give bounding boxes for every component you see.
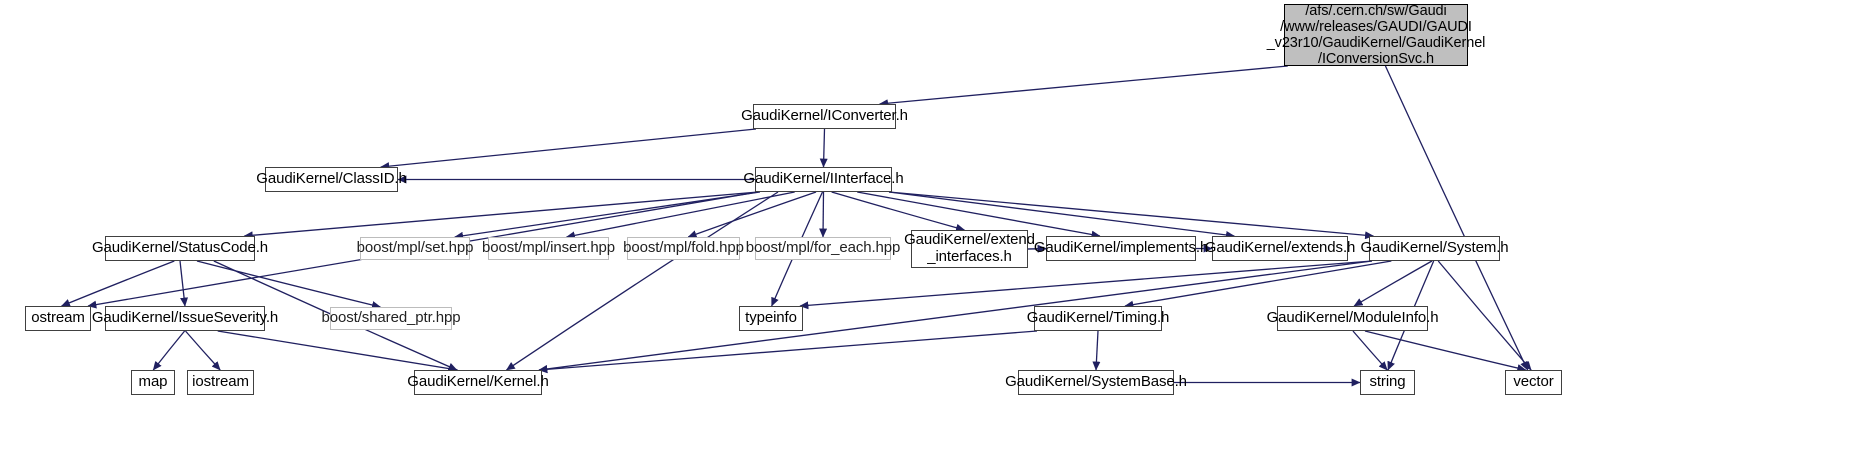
edge-issueseverity-to-map <box>152 330 186 371</box>
graph-node-system[interactable]: GaudiKernel/System.h <box>1360 236 1509 261</box>
edge-system-to-moduleinfo <box>1353 260 1433 307</box>
graph-node-ostream[interactable]: ostream <box>25 306 91 331</box>
graph-node-vector[interactable]: vector <box>1505 370 1562 395</box>
graph-node-mpl_set[interactable]: boost/mpl/set.hpp <box>357 237 473 260</box>
edge-system-to-timing <box>1124 260 1392 309</box>
edge-statuscode-to-shared_ptr <box>196 260 381 309</box>
edge-system-to-kernel <box>538 260 1373 373</box>
edge-iconverter-to-classid <box>380 128 757 171</box>
graph-node-issueseverity[interactable]: GaudiKernel/IssueSeverity.h <box>92 306 278 331</box>
edge-iinterface-to-mpl_set <box>454 191 761 240</box>
graph-node-implements[interactable]: GaudiKernel/implements.h <box>1034 236 1208 261</box>
edge-statuscode-to-issueseverity <box>179 260 189 307</box>
graph-node-iinterface[interactable]: GaudiKernel/IInterface.h <box>743 167 904 192</box>
edge-iinterface-to-extends <box>888 191 1235 239</box>
edge-issueseverity-to-kernel <box>217 330 459 373</box>
graph-node-typeinfo[interactable]: typeinfo <box>739 306 803 331</box>
edge-iinterface-to-mpl_insert <box>565 191 795 240</box>
edge-issueseverity-to-iostream <box>184 330 221 371</box>
graph-node-root[interactable]: /afs/.cern.ch/sw/Gaudi /www/releases/GAU… <box>1266 2 1486 68</box>
edge-iinterface-to-kernel <box>505 191 779 371</box>
graph-node-systembase[interactable]: GaudiKernel/SystemBase.h <box>1005 370 1187 395</box>
edge-root-to-iconverter <box>879 65 1288 108</box>
edge-moduleinfo-to-string <box>1352 330 1388 371</box>
graph-node-extends[interactable]: GaudiKernel/extends.h <box>1205 236 1355 261</box>
edge-statuscode-to-ostream <box>60 260 175 307</box>
graph-node-string[interactable]: string <box>1360 370 1415 395</box>
edge-system-to-vector <box>1437 260 1532 371</box>
edge-iinterface-to-implements <box>857 191 1101 239</box>
graph-node-iconverter[interactable]: GaudiKernel/IConverter.h <box>741 104 908 129</box>
graph-node-mpl_for_each[interactable]: boost/mpl/for_each.hpp <box>746 237 900 260</box>
graph-node-shared_ptr[interactable]: boost/shared_ptr.hpp <box>322 307 461 330</box>
edge-iconverter-to-iinterface <box>819 128 828 168</box>
graph-node-mpl_fold[interactable]: boost/mpl/fold.hpp <box>623 237 744 260</box>
edge-iinterface-to-statuscode <box>243 191 759 240</box>
graph-node-map[interactable]: map <box>131 370 175 395</box>
graph-node-kernel[interactable]: GaudiKernel/Kernel.h <box>407 370 549 395</box>
edge-iinterface-to-extend_if <box>831 191 966 232</box>
edge-timing-to-kernel <box>538 330 1038 374</box>
edge-iinterface-to-mpl_fold <box>687 191 817 238</box>
graph-node-extend_if[interactable]: GaudiKernel/extend _interfaces.h <box>904 230 1035 268</box>
edge-iinterface-to-system <box>888 191 1374 240</box>
edge-moduleinfo-to-vector <box>1364 330 1527 372</box>
graph-node-statuscode[interactable]: GaudiKernel/StatusCode.h <box>92 236 268 261</box>
edge-root-to-vector <box>1384 65 1529 371</box>
graph-node-timing[interactable]: GaudiKernel/Timing.h <box>1027 306 1169 331</box>
graph-node-iostream[interactable]: iostream <box>187 370 254 395</box>
graph-node-moduleinfo[interactable]: GaudiKernel/ModuleInfo.h <box>1267 306 1439 331</box>
graph-node-mpl_insert[interactable]: boost/mpl/insert.hpp <box>482 237 615 260</box>
graph-node-classid[interactable]: GaudiKernel/ClassID.h <box>256 167 407 192</box>
edge-timing-to-systembase <box>1092 330 1101 371</box>
edge-system-to-typeinfo <box>799 260 1373 310</box>
